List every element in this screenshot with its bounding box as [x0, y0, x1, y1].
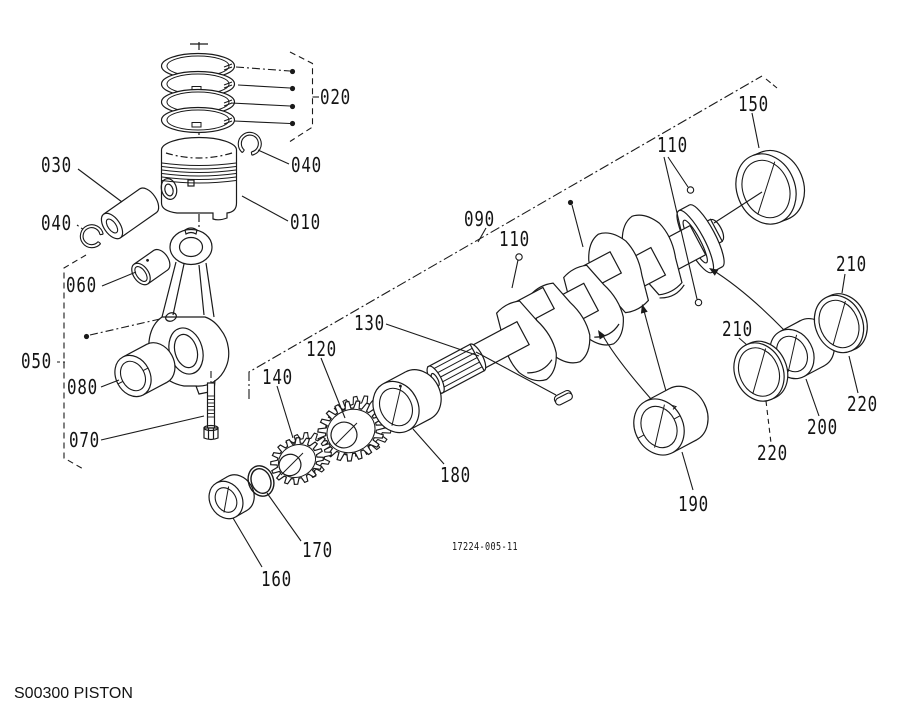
part-label-080: 080	[67, 375, 98, 399]
part-label-160: 160	[261, 567, 292, 591]
piston	[160, 136, 238, 221]
piston-pin-030	[100, 187, 160, 240]
assembly-arrow	[642, 306, 667, 392]
collar-160	[208, 474, 255, 520]
part-label-120: 120	[306, 337, 337, 361]
circlip-left	[77, 221, 106, 251]
part-label-020: 020	[320, 85, 351, 109]
part-label-060: 060	[66, 273, 97, 297]
leader-end-circles	[515, 186, 703, 307]
part-label-150: 150	[738, 92, 769, 116]
side-bearing-210-right	[813, 293, 868, 354]
ring-pin	[187, 179, 195, 187]
gear-train	[208, 395, 393, 520]
part-label-090: 090	[464, 207, 495, 231]
pin-boss	[160, 178, 178, 200]
piston-rings	[160, 52, 236, 134]
part-label-170: 170	[302, 538, 333, 562]
side-bearing-210-left	[733, 340, 789, 402]
part-label-010: 010	[290, 210, 321, 234]
assembly-boundaries	[57, 51, 778, 471]
rear-bearing-150	[735, 149, 806, 225]
rod-bolt	[203, 382, 219, 441]
leader-bullets	[83, 68, 719, 340]
drawing-number: 17224-005-11	[452, 540, 518, 553]
part-label-220-b: 220	[847, 392, 878, 416]
crown-centerline	[165, 152, 233, 159]
group-090-boundary	[248, 75, 763, 399]
part-label-200: 200	[807, 415, 838, 439]
main-bearing-200	[769, 318, 835, 380]
gear-140	[270, 432, 332, 486]
part-label-190: 190	[678, 492, 709, 516]
woodruff-key	[553, 389, 573, 406]
part-label-040-a: 040	[291, 153, 322, 177]
bearing-set	[100, 149, 868, 456]
ref-label-layer: 0200400300100400600500800700901101101501…	[21, 85, 878, 591]
circlip-right	[235, 129, 265, 158]
leader-lines	[76, 66, 859, 568]
part-label-220-a: 220	[757, 441, 788, 465]
small-end-bushing-060	[131, 248, 171, 286]
main-bearing-180	[372, 369, 442, 434]
group-020-bracket	[289, 51, 314, 142]
part-label-110-b: 110	[657, 133, 688, 157]
part-label-110-a: 110	[499, 227, 530, 251]
part-label-070: 070	[69, 428, 100, 452]
part-label-030: 030	[41, 153, 72, 177]
assembly-arrow	[601, 333, 652, 400]
arrowhead	[640, 304, 648, 314]
group-050-boundary	[63, 254, 87, 471]
part-label-210-a: 210	[722, 317, 753, 341]
arrowhead	[598, 330, 606, 340]
assembly-arrow	[710, 268, 785, 331]
part-label-180: 180	[440, 463, 471, 487]
o-ring-170	[247, 465, 275, 497]
rod-bearing-shells-080	[114, 342, 176, 398]
footer-caption: S00300 PISTON	[14, 685, 133, 702]
main-bearing-190	[633, 385, 709, 456]
part-label-140: 140	[262, 365, 293, 389]
part-label-130: 130	[354, 311, 385, 335]
part-label-210-b: 210	[836, 252, 867, 276]
part-label-040-b: 040	[41, 211, 72, 235]
arrowhead	[709, 268, 719, 276]
part-label-050: 050	[21, 349, 52, 373]
